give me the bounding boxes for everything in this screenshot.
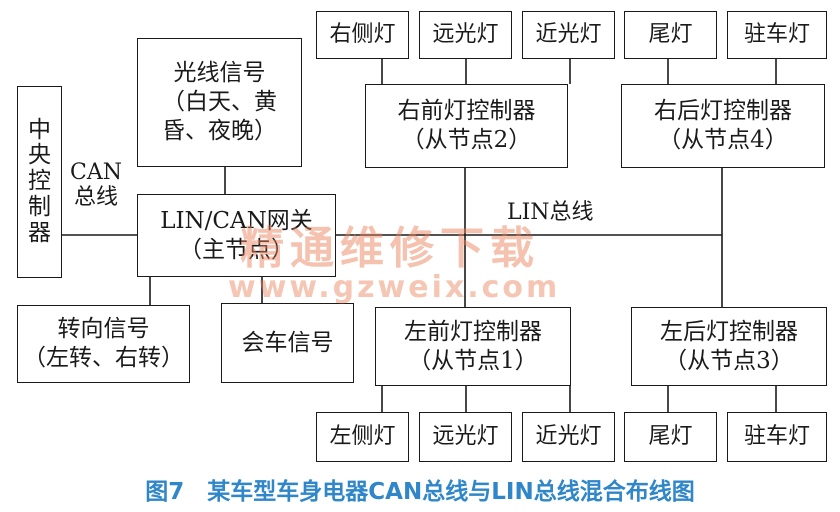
gateway-title: LIN/CAN网关	[160, 207, 313, 234]
controller-node: （从节点4）	[658, 127, 788, 153]
lamp-left-side-bottom: 左侧灯	[316, 412, 409, 462]
lamp-label: 驻车灯	[743, 424, 810, 450]
gateway-node: （主节点）	[179, 236, 294, 263]
controller-title: 左前灯控制器	[404, 318, 542, 345]
light-signal-detail: （白天、黄	[162, 89, 277, 116]
lamp-label: 左侧灯	[329, 424, 396, 450]
lamp-parking-top: 驻车灯	[727, 11, 827, 59]
controller-node: （从节点3）	[664, 347, 794, 374]
lamp-label: 驻车灯	[743, 22, 810, 48]
lamp-label: 远光灯	[432, 424, 499, 450]
left-rear-controller-box: 左后灯控制器 （从节点3）	[631, 307, 827, 386]
controller-title: 右前灯控制器	[397, 98, 536, 125]
right-front-controller-box: 右前灯控制器 （从节点2）	[365, 84, 568, 168]
lamp-high-beam-top: 远光灯	[419, 11, 512, 59]
right-rear-controller-box: 右后灯控制器 （从节点4）	[621, 84, 825, 168]
central-controller-char: 央	[28, 142, 51, 169]
lamp-label: 远光灯	[432, 22, 499, 48]
central-controller-char: 控	[28, 168, 51, 195]
light-signal-box: 光线信号 （白天、黄 昏、夜晚）	[137, 38, 302, 167]
can-bus-label-line: 总线	[73, 185, 118, 211]
central-controller-char: 制	[28, 193, 51, 220]
lin-bus-label: LIN总线	[507, 200, 594, 225]
controller-node: （从节点2）	[401, 127, 532, 153]
light-signal-detail: 昏、夜晚）	[162, 117, 277, 144]
lamp-tail-bottom: 尾灯	[624, 412, 717, 462]
lamp-label: 尾灯	[648, 22, 693, 48]
left-front-controller-box: 左前灯控制器 （从节点1）	[375, 307, 571, 386]
controller-title: 右后灯控制器	[654, 98, 792, 125]
figure-caption: 图7 某车型车身电器CAN总线与LIN总线混合布线图	[145, 479, 695, 505]
lamp-label: 右侧灯	[329, 22, 396, 48]
lamp-tail-top: 尾灯	[624, 11, 717, 59]
lamp-low-beam-bottom: 近光灯	[522, 412, 615, 462]
lamp-label: 近光灯	[535, 22, 602, 48]
light-signal-title: 光线信号	[173, 60, 266, 87]
controller-node: （从节点1）	[408, 347, 538, 374]
central-controller-char: 器	[28, 219, 51, 246]
turn-signal-box: 转向信号 （左转、右转）	[17, 305, 190, 383]
turn-signal-detail: （左转、右转）	[23, 345, 184, 371]
central-controller-char: 中	[28, 116, 51, 143]
turn-signal-title: 转向信号	[57, 316, 150, 343]
lamp-label: 近光灯	[535, 424, 602, 450]
lamp-low-beam-top: 近光灯	[522, 11, 615, 59]
central-controller-box: 中 央 控 制 器	[17, 86, 62, 278]
lamp-parking-bottom: 驻车灯	[727, 412, 827, 462]
controller-title: 左后灯控制器	[660, 318, 798, 345]
lin-can-gateway-box: LIN/CAN网关 （主节点）	[137, 194, 336, 277]
lamp-high-beam-bottom: 远光灯	[419, 412, 512, 462]
meeting-signal-label: 会车信号	[241, 329, 334, 356]
can-bus-label-line: CAN	[70, 160, 122, 185]
meeting-signal-box: 会车信号	[221, 303, 354, 383]
can-bus-label: CAN 总线	[70, 160, 122, 211]
lamp-right-side-top: 右侧灯	[316, 11, 409, 59]
lamp-label: 尾灯	[648, 424, 693, 450]
